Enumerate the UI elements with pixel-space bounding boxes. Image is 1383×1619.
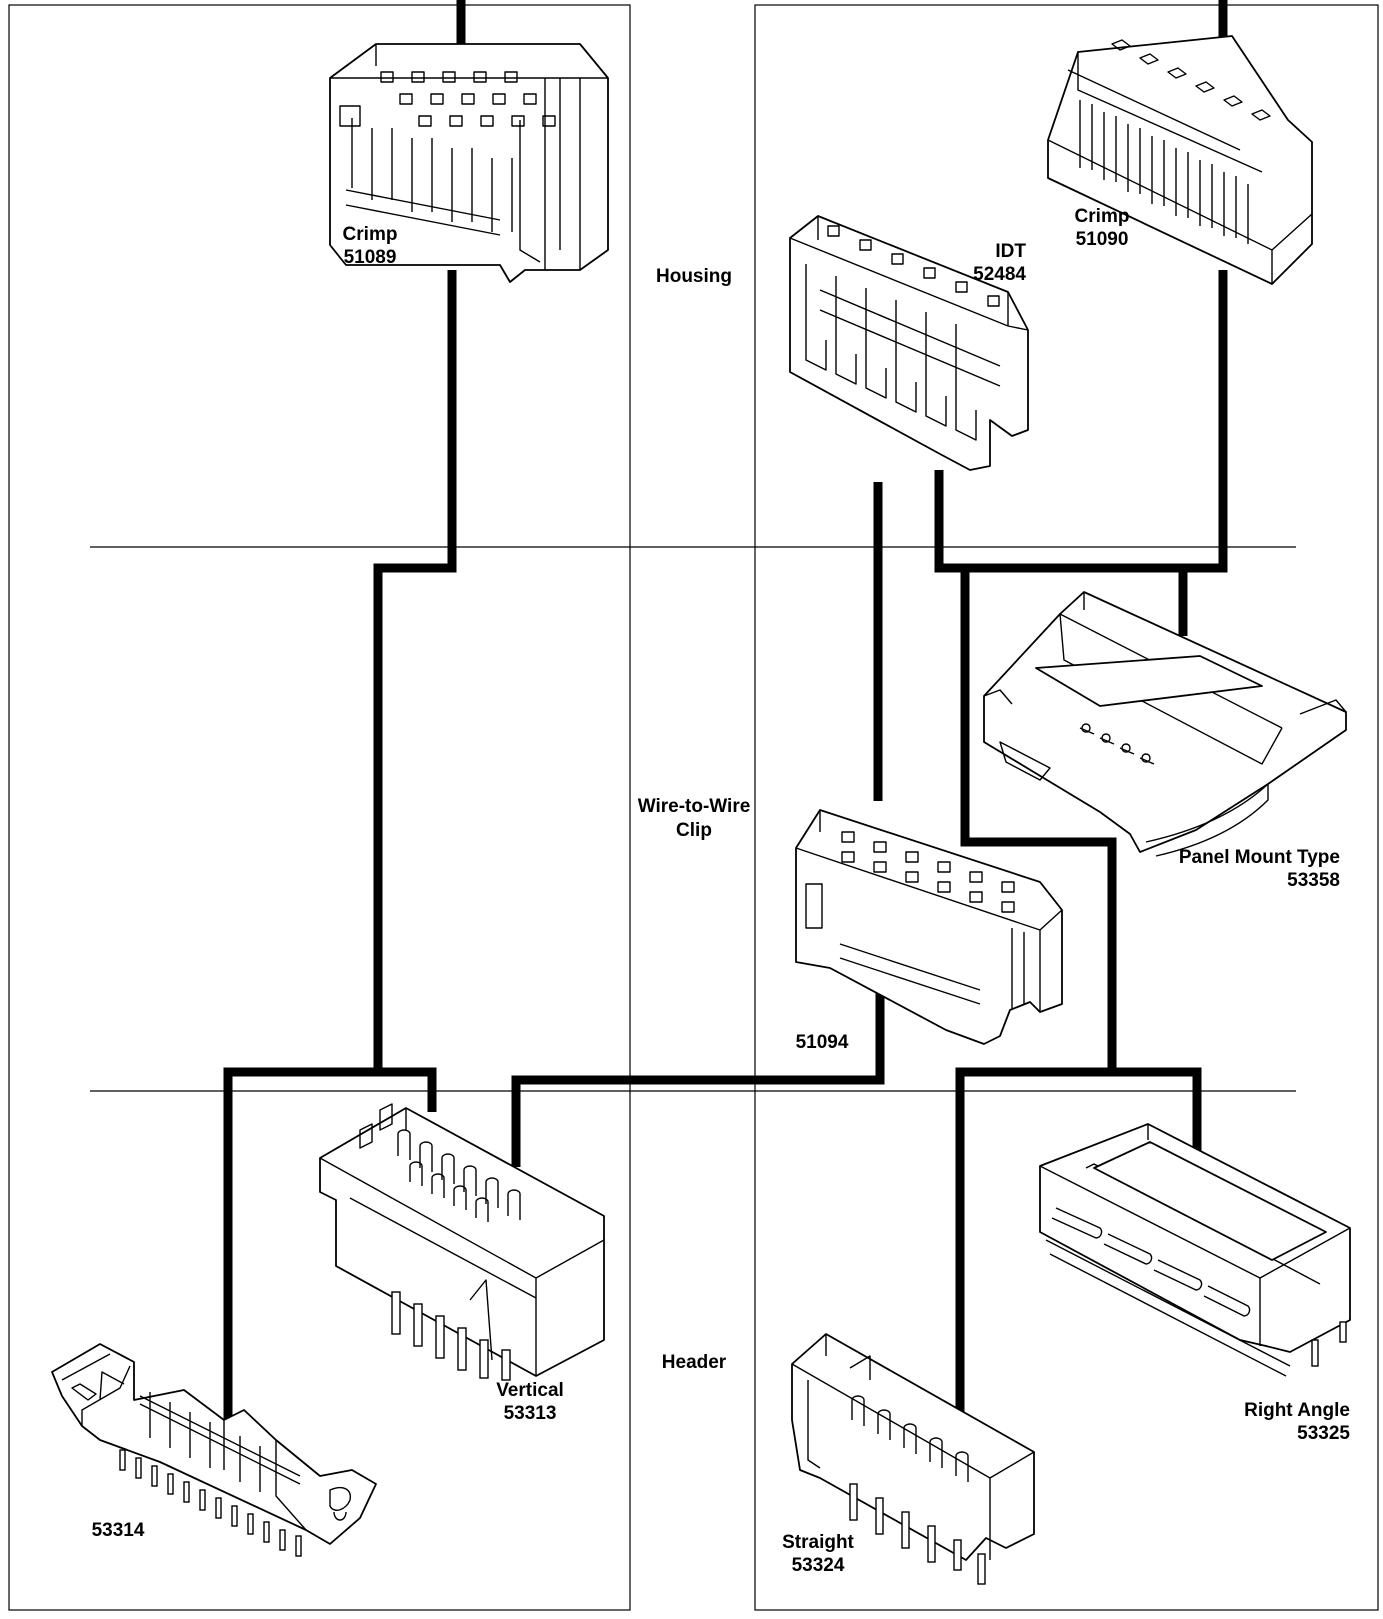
label-idt-52484-type: IDT bbox=[995, 241, 1026, 262]
label-vertical-53313-type: Vertical bbox=[496, 1380, 564, 1401]
wire-clip-vertical bbox=[516, 990, 880, 1167]
vertical-53313-drawing bbox=[320, 1104, 604, 1380]
label-clip-51094-number: 51094 bbox=[796, 1032, 849, 1053]
category-header: Header bbox=[662, 1352, 727, 1373]
label-panel-mount-53358-type: Panel Mount Type bbox=[1179, 847, 1340, 868]
right-angle-53325-drawing bbox=[1040, 1124, 1350, 1376]
label-crimp-51090-type: Crimp bbox=[1075, 206, 1130, 227]
label-vertical-53313-number: 53313 bbox=[504, 1403, 557, 1424]
label-straight-53324-type: Straight bbox=[782, 1532, 854, 1553]
idt-52484-drawing bbox=[790, 216, 1028, 470]
category-clip-line2: Clip bbox=[676, 820, 712, 841]
category-housing: Housing bbox=[656, 266, 732, 287]
label-idt-52484-number: 52484 bbox=[973, 264, 1026, 285]
label-panel-mount-53358-number: 53358 bbox=[1287, 870, 1340, 891]
label-straight-53324-number: 53324 bbox=[792, 1555, 845, 1576]
label-crimp-51089-type: Crimp bbox=[343, 224, 398, 245]
label-right-angle-53325-number: 53325 bbox=[1297, 1423, 1350, 1444]
wire-51089-down bbox=[378, 270, 452, 1072]
label-crimp-51089-number: 51089 bbox=[344, 247, 397, 268]
label-right-angle-53325-type: Right Angle bbox=[1244, 1400, 1350, 1421]
label-crimp-51090-number: 51090 bbox=[1076, 229, 1129, 250]
panel-mount-53358-drawing bbox=[984, 592, 1346, 856]
category-wire-to-wire-line1: Wire-to-Wire bbox=[638, 796, 751, 817]
label-header-53314-number: 53314 bbox=[92, 1520, 145, 1541]
category-labels: Housing Wire-to-Wire Clip Header bbox=[638, 266, 751, 1373]
